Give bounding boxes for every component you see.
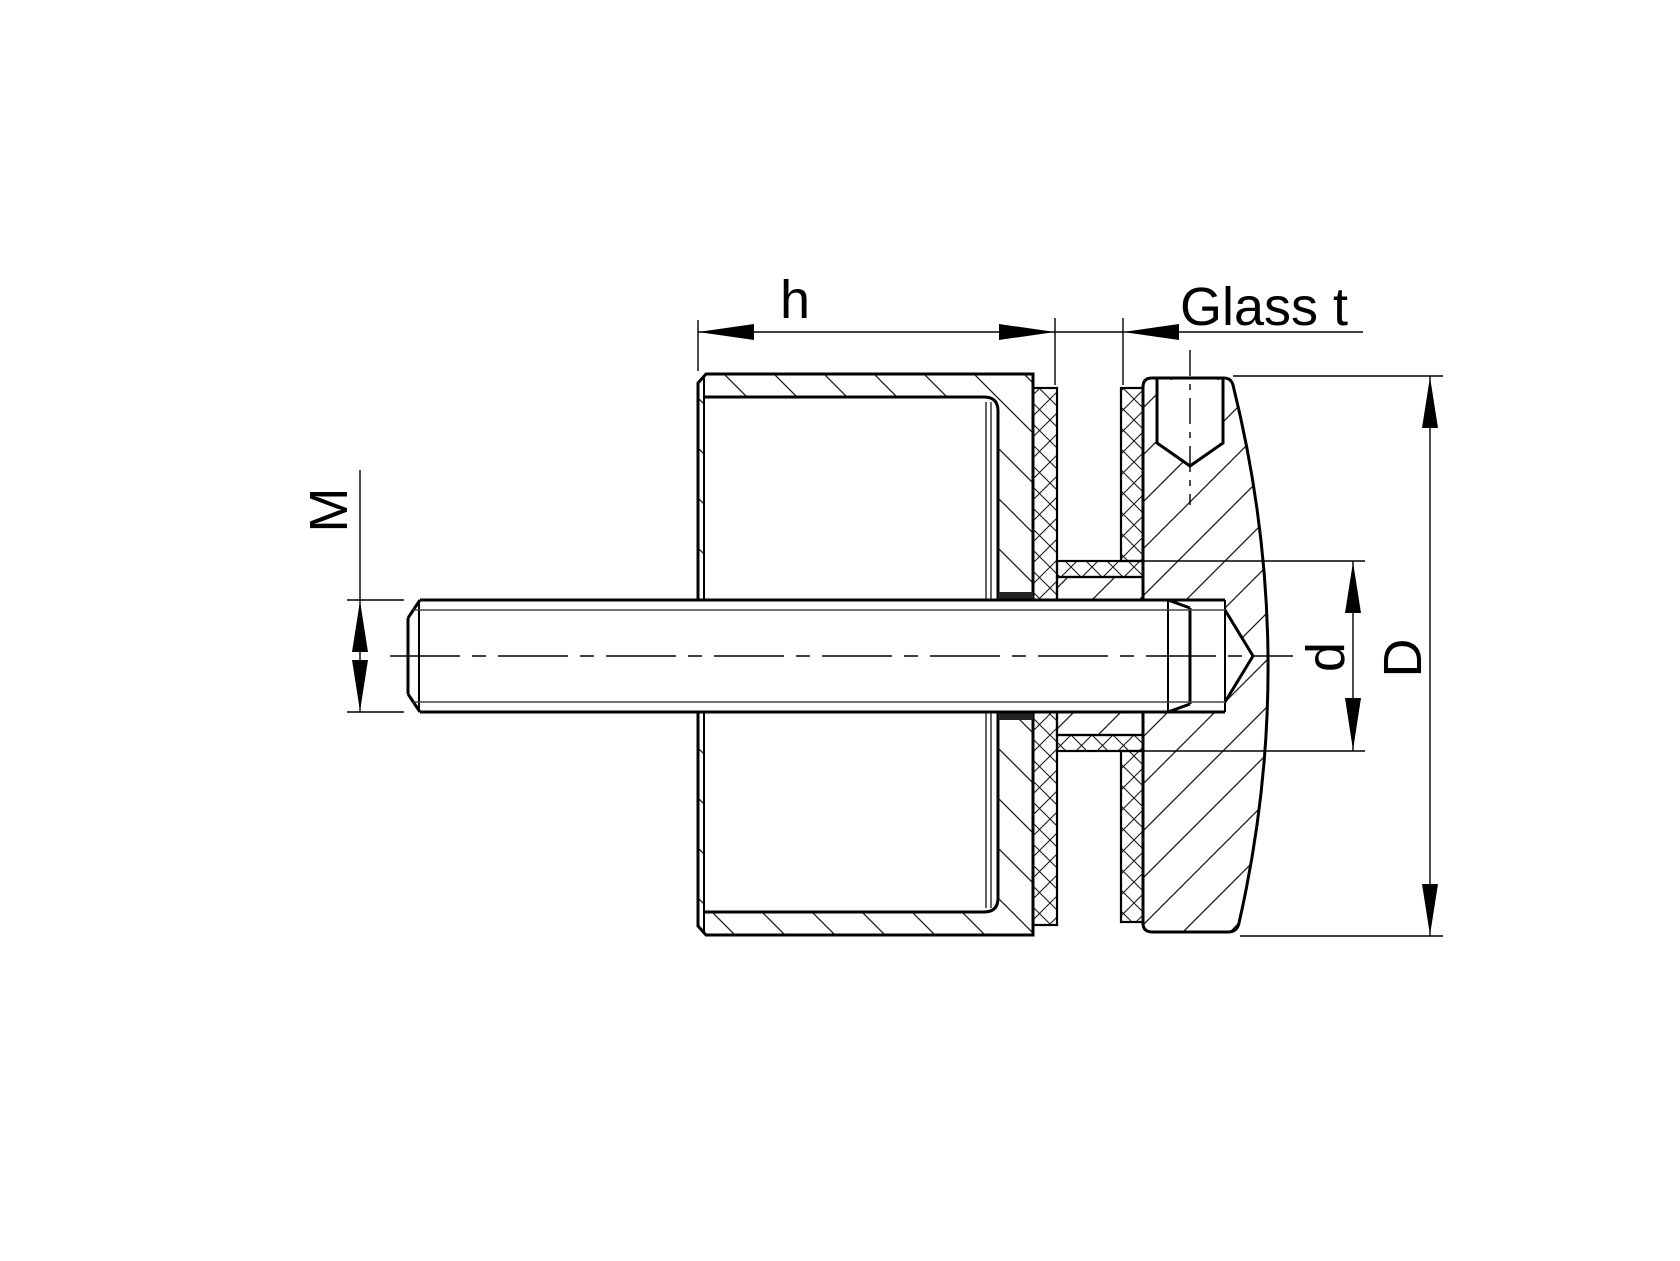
- cap-gasket-foot-top: [998, 592, 1033, 600]
- dim-label-D: D: [1373, 639, 1433, 678]
- arrow-D-down: [1422, 884, 1438, 935]
- arrow-d-down: [1345, 698, 1361, 750]
- arrow-d-up: [1345, 562, 1361, 613]
- dimension-D: D: [1233, 375, 1443, 937]
- arrow-h-left: [698, 324, 754, 340]
- dimension-h-glass-t: h Glass t: [697, 270, 1363, 385]
- threaded-stud: [390, 598, 1293, 714]
- neck-bushing-bottom: [1055, 733, 1145, 753]
- neck-bushing-top: [1055, 559, 1145, 579]
- dim-label-h: h: [780, 270, 810, 330]
- dim-label-d: d: [1296, 642, 1356, 672]
- arrow-glass-left: [1123, 324, 1179, 340]
- drill-cone: [1223, 609, 1255, 703]
- cap-gasket-foot-bottom: [998, 712, 1033, 720]
- dimension-m: M: [299, 470, 404, 713]
- flange-gasket-bottom: [1119, 749, 1145, 924]
- locking-screw-hole: [1155, 350, 1225, 505]
- arrow-m-down: [352, 660, 368, 711]
- dimension-d: d: [1143, 560, 1365, 752]
- thread-minor-lines: [413, 609, 1225, 703]
- arrow-D-up: [1422, 377, 1438, 428]
- arrow-h-right: [999, 324, 1055, 340]
- flange-gasket-top: [1119, 386, 1145, 563]
- dim-label-glass-t: Glass t: [1180, 277, 1348, 337]
- arrow-m-up: [352, 601, 368, 652]
- gaskets: [998, 386, 1145, 927]
- dim-label-m: M: [299, 488, 359, 533]
